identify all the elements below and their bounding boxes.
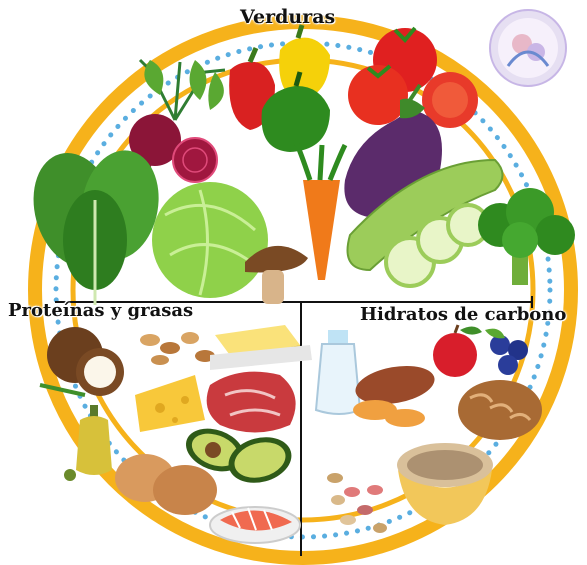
bread-icon [458, 380, 542, 440]
logo-icon [488, 8, 568, 88]
cabbage-icon [152, 182, 268, 298]
section-label-vegetables: Verduras [240, 6, 335, 28]
section-label-carbohydrates: Hidratos de carbono [360, 304, 566, 325]
meat-icon [207, 372, 296, 433]
fish-icon [210, 507, 300, 543]
section-label-proteins-fats: Proteínas y grasas [8, 300, 193, 321]
